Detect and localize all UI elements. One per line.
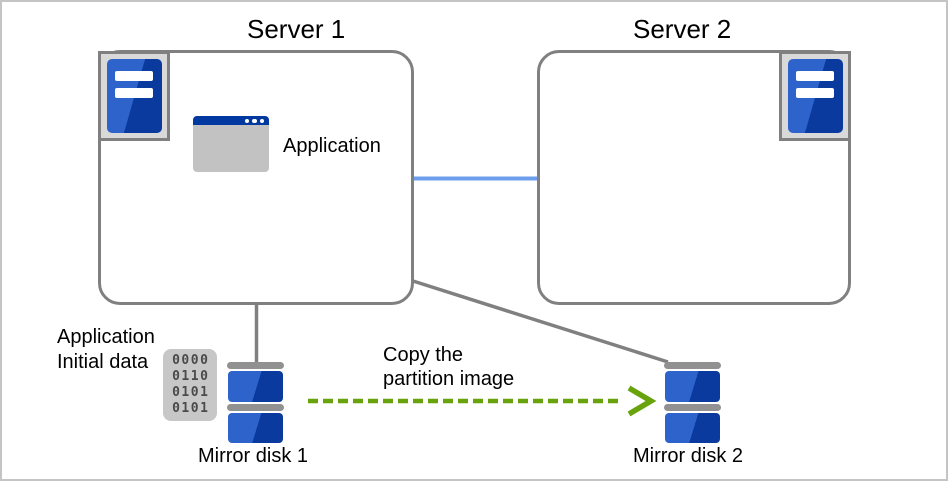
mirror-disk2-label: Mirror disk 2 bbox=[633, 445, 744, 467]
mirror-disk1-label: Mirror disk 1 bbox=[198, 445, 309, 467]
binary-row: 0101 bbox=[172, 385, 210, 400]
disk-cap bbox=[664, 404, 721, 411]
tower-slot-bar bbox=[114, 71, 153, 81]
initial-data-line2: Initial data bbox=[57, 351, 149, 373]
binary-row: 0101 bbox=[172, 401, 210, 416]
disk-cap bbox=[227, 404, 284, 411]
server2-icon-frame bbox=[779, 51, 851, 141]
disk-platter bbox=[665, 371, 720, 402]
server2-tower-icon bbox=[787, 59, 843, 133]
window-dots-icon bbox=[244, 118, 264, 123]
disk-platter bbox=[228, 413, 283, 443]
server2-label: Server 2 bbox=[633, 14, 732, 44]
server1-icon-frame bbox=[98, 51, 170, 141]
application-window-body bbox=[193, 125, 269, 172]
copy-label-line1: Copy the bbox=[383, 344, 464, 366]
initial-data-binary-icon: 0000 0110 0101 0101 bbox=[163, 349, 217, 421]
tower-slot-bar bbox=[114, 88, 153, 98]
initial-data-line1: Application bbox=[57, 326, 155, 348]
tower-slot-bar bbox=[795, 71, 834, 81]
server1-disk2-connector-line bbox=[412, 279, 669, 364]
application-window-icon bbox=[193, 116, 269, 172]
server1-label: Server 1 bbox=[247, 14, 346, 44]
tower-slot-bar bbox=[795, 88, 834, 98]
application-window-titlebar bbox=[193, 116, 269, 125]
application-label: Application bbox=[283, 135, 381, 157]
server1-tower-icon bbox=[106, 59, 162, 133]
binary-row: 0110 bbox=[172, 369, 210, 384]
copy-partition-arrow bbox=[308, 385, 657, 417]
disk-platter bbox=[228, 371, 283, 402]
copy-label-line2: partition image bbox=[383, 368, 515, 390]
disk-cap bbox=[227, 362, 284, 369]
mirror-disk2-icon bbox=[664, 362, 721, 443]
mirror-disk1-icon bbox=[227, 362, 284, 443]
disk-cap bbox=[664, 362, 721, 369]
copy-arrow-head bbox=[627, 385, 657, 417]
disk-platter bbox=[665, 413, 720, 443]
binary-row: 0000 bbox=[172, 353, 210, 368]
